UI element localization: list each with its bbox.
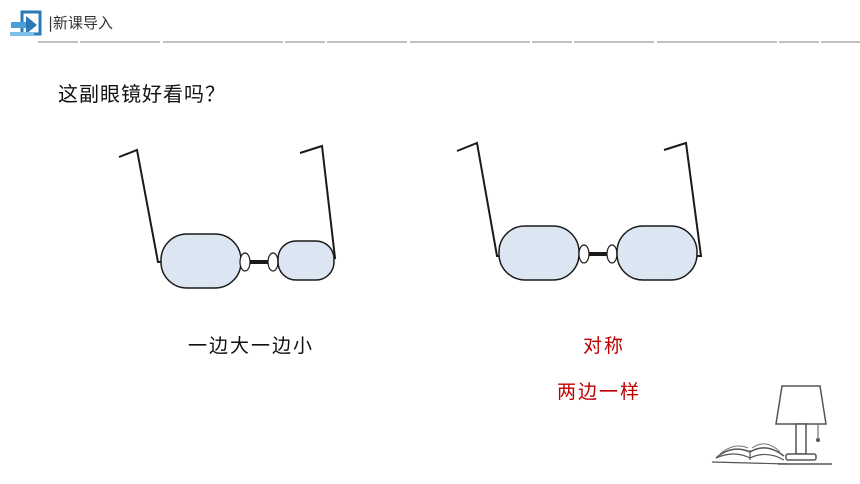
book-and-lamp-decoration [711, 385, 832, 465]
header: |新课导入 [0, 0, 860, 50]
left-temple [118, 148, 162, 263]
left-lens [498, 225, 580, 281]
uneven-caption: 一边大一边小 [188, 335, 315, 357]
arrow-in-box-icon [10, 10, 42, 36]
header-divider [38, 41, 860, 43]
left-temple [456, 141, 501, 257]
section-title: |新课导入 [48, 14, 114, 32]
nose-pad-right [606, 244, 618, 264]
right-temple [663, 141, 703, 257]
question-text: 这副眼镜好看吗？ [58, 82, 226, 106]
nose-pad-left [578, 244, 590, 264]
nose-pad-right [267, 252, 279, 272]
desk-lamp-icon [775, 385, 832, 465]
uneven-glasses [118, 144, 337, 289]
right-lens [616, 225, 698, 281]
big-lens [160, 233, 242, 289]
small-lens [277, 240, 335, 281]
nose-pad-left [239, 252, 251, 272]
symmetric-glasses [456, 141, 703, 281]
symmetric-caption: 对称 [583, 335, 626, 357]
same-both-sides-caption: 两边一样 [557, 381, 642, 403]
open-book-icon [711, 443, 789, 465]
